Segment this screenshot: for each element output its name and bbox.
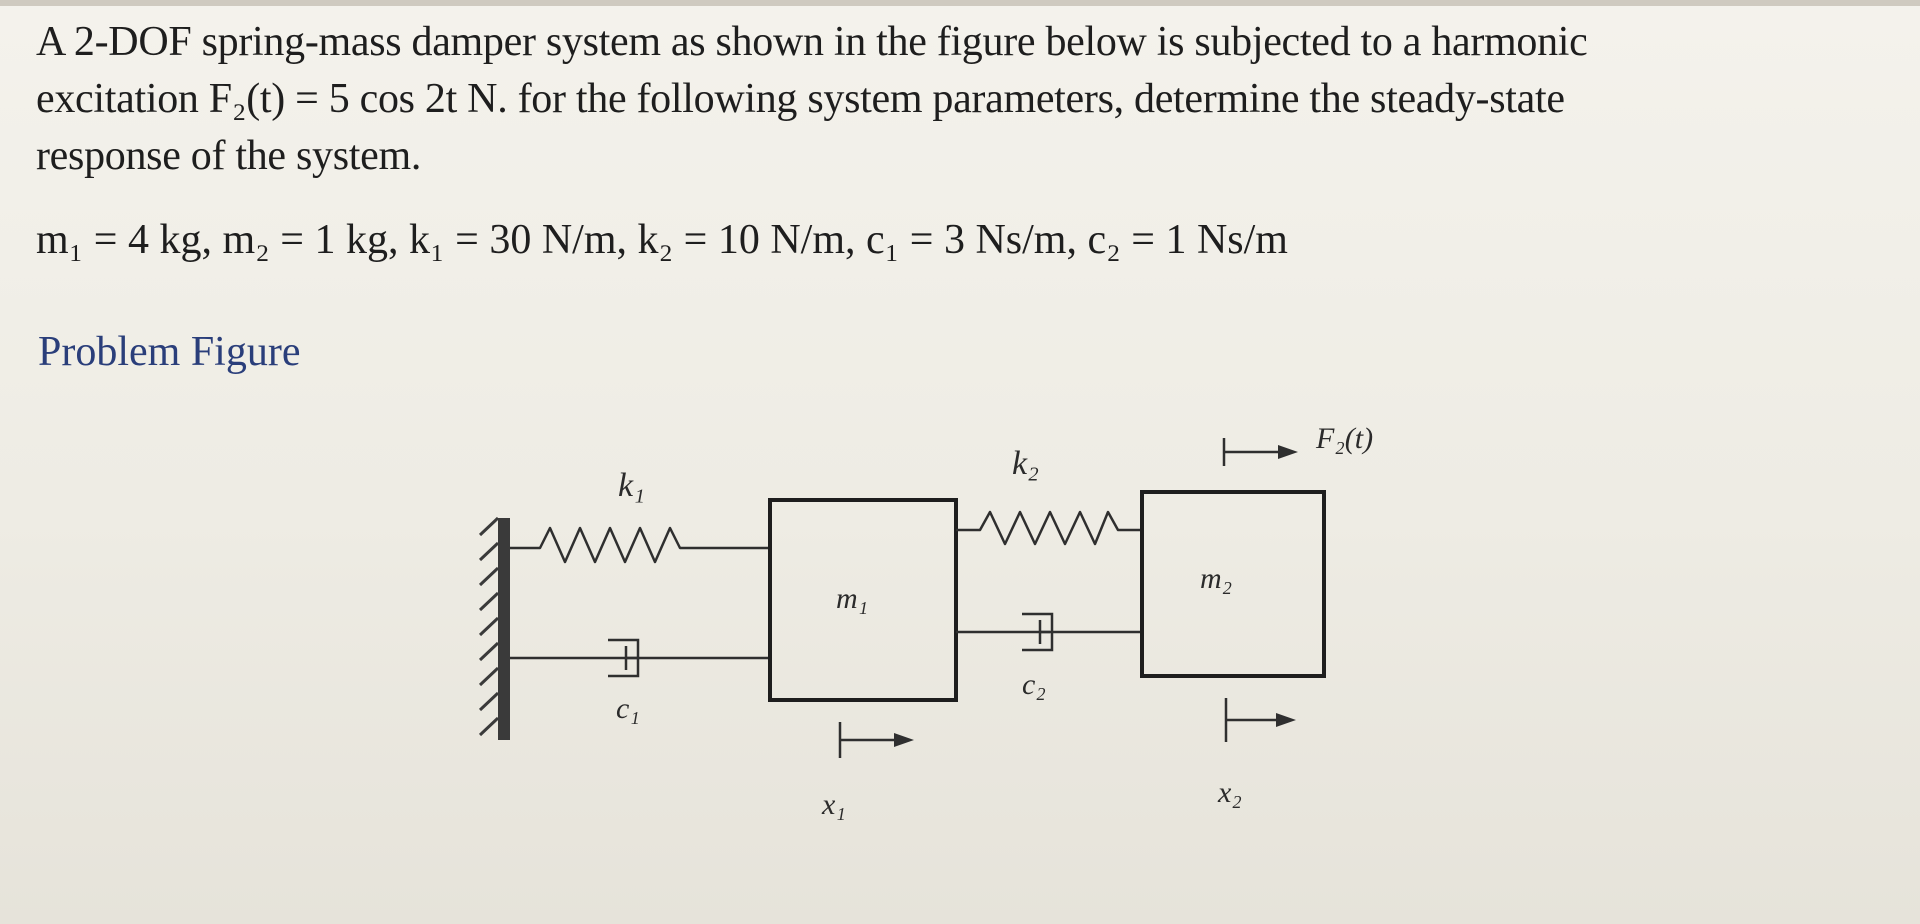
problem-line-3: response of the system.: [36, 133, 422, 179]
mass-m2: [1140, 490, 1326, 678]
displacement-arrow-x2: [1224, 698, 1296, 742]
label-m1: m₁: [836, 582, 868, 615]
label-k2: k₂: [1012, 445, 1039, 482]
damper-c2: [956, 612, 1142, 652]
system-parameters: m₁ = 4 kg, m₂ = 1 kg, k₁ = 30 N/m, k₂ = …: [36, 217, 1288, 263]
spring-mass-damper-figure: F₂(t) k₁ k₂ m₁ m₂ c₁ c₂ x₁ x₂: [470, 400, 1890, 840]
force-arrow: [1222, 438, 1298, 466]
spring-k1: [510, 520, 772, 564]
spring-k2: [956, 500, 1144, 546]
label-k1: k₁: [618, 467, 645, 504]
problem-line-1: A 2-DOF spring-mass damper system as sho…: [36, 19, 1588, 65]
mass-m1: [768, 498, 958, 702]
label-c2: c₂: [1022, 668, 1046, 701]
damper-c1: [510, 638, 770, 678]
label-x1: x₁: [821, 788, 846, 821]
label-f2: F₂(t): [1315, 422, 1373, 455]
fixed-wall: [478, 516, 510, 740]
problem-statement: A 2-DOF spring-mass damper system as sho…: [36, 14, 1886, 185]
displacement-arrow-x1: [838, 722, 914, 758]
screen-top-edge: [0, 0, 1920, 6]
label-x2: x₂: [1217, 776, 1242, 809]
figure-heading: Problem Figure: [38, 329, 301, 375]
figure-drawing: F₂(t) k₁ k₂ m₁ m₂ c₁ c₂ x₁ x₂: [478, 422, 1373, 821]
problem-line-2: excitation F₂(t) = 5 cos 2t N. for the f…: [36, 76, 1565, 122]
label-c1: c₁: [616, 692, 640, 725]
label-m2: m₂: [1200, 562, 1232, 595]
